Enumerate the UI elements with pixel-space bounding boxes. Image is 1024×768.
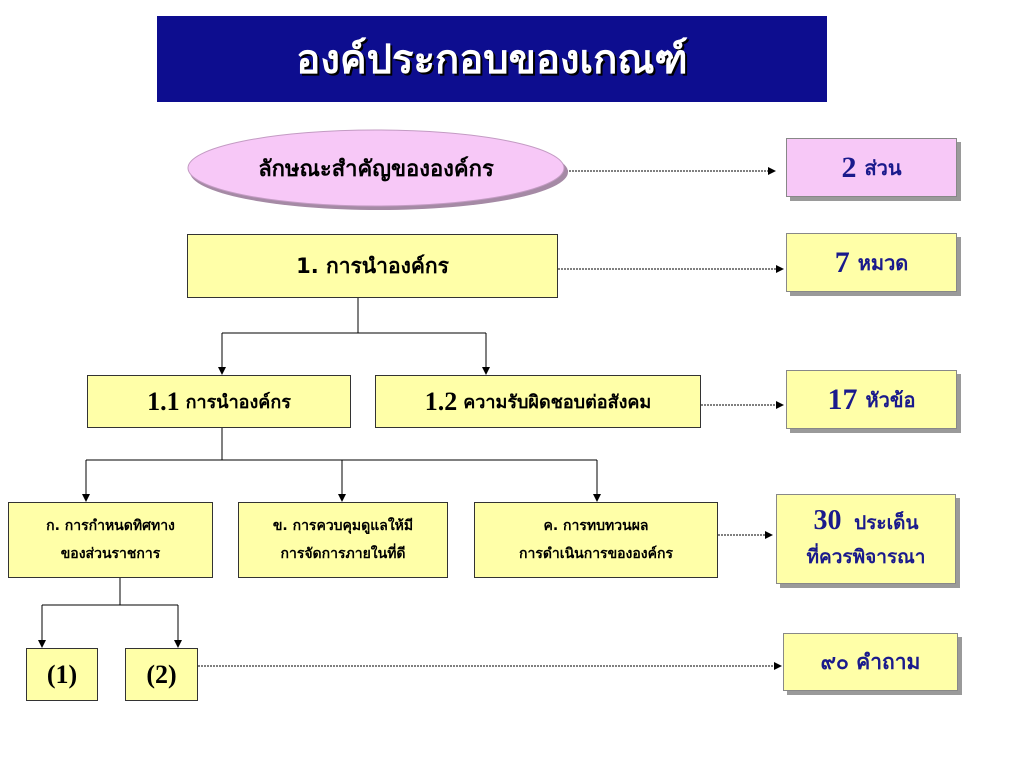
count-issues-label: ประเด็น [854, 512, 919, 534]
node-1-2: 1.2 ความรับผิดชอบต่อสังคม [375, 375, 701, 428]
node-item-1-label: (1) [46, 659, 78, 689]
node-item-1: (1) [26, 648, 98, 701]
node-kho-2-line2: การดำเนินการขององค์กร [518, 546, 673, 562]
count-categories-label: หมวด [857, 250, 909, 275]
node-1-1: 1.1 การนำองค์กร [87, 375, 351, 428]
page-title: องค์ประกอบของเกณฑ์ [296, 37, 688, 83]
node-1-1-label: การนำองค์กร [185, 392, 291, 413]
count-questions-label: ๙๐ คำถาม [820, 649, 921, 674]
count-box-issues: 30 ประเด็น ที่ควรพิจารณา [776, 494, 956, 584]
count-box-parts: 2 ส่วน [786, 138, 957, 197]
node-kho: ข. การควบคุมดูแลให้มี การจัดการภายในที่ด… [238, 502, 448, 578]
title-banner: องค์ประกอบของเกณฑ์ [157, 16, 827, 102]
count-categories-number: 7 [834, 245, 850, 279]
oval-shape [187, 129, 565, 207]
count-parts-number: 2 [841, 150, 857, 184]
node-1-1-number: 1.1 [147, 386, 180, 416]
node-kho-line2: การจัดการภายในที่ดี [280, 546, 406, 562]
node-category-1: 1. การนำองค์กร [187, 234, 558, 298]
count-topics-label: หัวข้อ [865, 387, 916, 412]
count-box-questions: ๙๐ คำถาม [783, 633, 958, 691]
count-parts-label: ส่วน [864, 155, 902, 180]
node-kho-2-line1: ค. การทบทวนผล [543, 518, 649, 534]
count-issues-number: 30 [813, 505, 842, 536]
node-1-2-number: 1.2 [424, 386, 458, 416]
node-ko: ก. การกำหนดทิศทาง ของส่วนราชการ [8, 502, 213, 578]
node-1-2-label: ความรับผิดชอบต่อสังคม [463, 392, 652, 413]
count-issues-line2: ที่ควรพิจารณา [806, 546, 926, 568]
oval-node: ลักษณะสำคัญขององค์กร [188, 130, 564, 206]
oval-label: ลักษณะสำคัญขององค์กร [258, 156, 494, 182]
node-category-1-label: 1. การนำองค์กร [296, 253, 449, 278]
count-topics-number: 17 [827, 382, 858, 416]
node-ko-line2: ของส่วนราชการ [60, 546, 161, 562]
node-kho-line1: ข. การควบคุมดูแลให้มี [272, 518, 414, 534]
node-item-2: (2) [125, 648, 198, 701]
count-box-categories: 7 หมวด [786, 233, 957, 292]
node-ko-line1: ก. การกำหนดทิศทาง [46, 518, 175, 534]
count-box-topics: 17 หัวข้อ [786, 370, 957, 429]
node-kho-2: ค. การทบทวนผล การดำเนินการขององค์กร [474, 502, 718, 578]
node-item-2-label: (2) [146, 659, 177, 689]
